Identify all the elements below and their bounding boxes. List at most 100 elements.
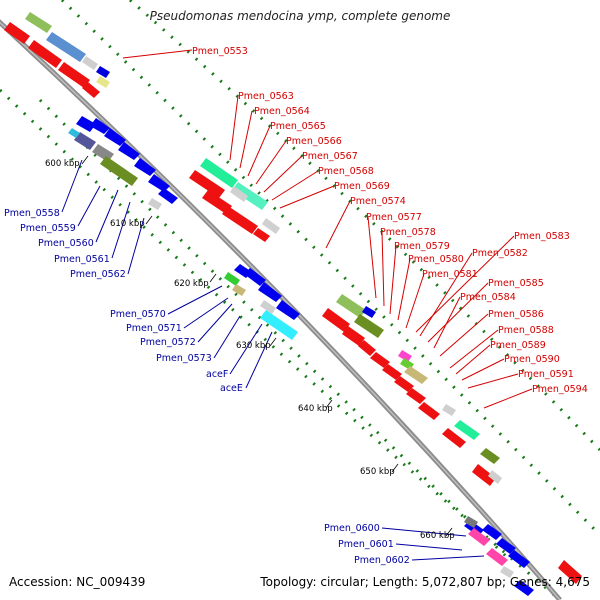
- gene-label[interactable]: Pmen_0563: [238, 91, 294, 102]
- gene-block[interactable]: [480, 448, 500, 464]
- gene-label[interactable]: Pmen_0581: [422, 269, 478, 280]
- gene-arrow[interactable]: [276, 300, 300, 320]
- gene-arrow[interactable]: [104, 128, 126, 146]
- gene-label[interactable]: Pmen_0564: [254, 106, 310, 117]
- gene-block[interactable]: [230, 186, 248, 202]
- gene-label[interactable]: Pmen_0594: [532, 384, 588, 395]
- gene-arrow[interactable]: [370, 352, 390, 368]
- gene-arrow[interactable]: [496, 538, 516, 554]
- gene-block[interactable]: [454, 420, 480, 440]
- gene-label[interactable]: Pmen_0582: [472, 248, 528, 259]
- gene-block[interactable]: [232, 182, 268, 210]
- gene-block[interactable]: [500, 566, 514, 578]
- gene-arrow[interactable]: [382, 364, 402, 380]
- gene-block[interactable]: [148, 198, 162, 210]
- gene-arrow[interactable]: [134, 158, 156, 176]
- gene-label[interactable]: Pmen_0577: [366, 212, 422, 223]
- gene-block[interactable]: [232, 284, 246, 296]
- gene-label[interactable]: Pmen_0572: [140, 337, 196, 348]
- gene-label[interactable]: Pmen_0574: [350, 196, 406, 207]
- gene-arrow[interactable]: [90, 118, 110, 134]
- gene-label[interactable]: Pmen_0553: [192, 46, 248, 57]
- gene-block[interactable]: [200, 158, 238, 188]
- gene-label[interactable]: aceE: [220, 383, 243, 394]
- gene-arrow[interactable]: [58, 62, 90, 88]
- gene-arrow[interactable]: [189, 170, 225, 198]
- gene-label[interactable]: Pmen_0558: [4, 208, 60, 219]
- gene-arrow[interactable]: [442, 428, 466, 448]
- gene-label[interactable]: Pmen_0583: [514, 231, 570, 242]
- gene-arrow[interactable]: [158, 188, 178, 204]
- gene-label[interactable]: Pmen_0590: [504, 354, 560, 365]
- gene-block[interactable]: [488, 470, 502, 484]
- gene-block[interactable]: [68, 128, 80, 138]
- gene-arrow[interactable]: [558, 560, 582, 584]
- gene-label[interactable]: Pmen_0565: [270, 121, 326, 132]
- gene-arrow[interactable]: [508, 550, 530, 568]
- gene-block[interactable]: [25, 12, 52, 33]
- gene-label[interactable]: Pmen_0586: [488, 309, 544, 320]
- gene-label[interactable]: Pmen_0585: [488, 278, 544, 289]
- gene-arrow[interactable]: [202, 190, 232, 214]
- gene-arrow[interactable]: [258, 282, 282, 302]
- gene-block[interactable]: [486, 548, 508, 566]
- gene-arrow[interactable]: [222, 206, 258, 234]
- gene-block[interactable]: [262, 218, 280, 234]
- gene-arrow[interactable]: [244, 268, 266, 286]
- gene-arrow[interactable]: [358, 340, 376, 356]
- gene-label[interactable]: Pmen_0600: [324, 523, 380, 534]
- gene-arrow[interactable]: [406, 388, 426, 404]
- gene-arrow[interactable]: [514, 580, 534, 596]
- gene-label[interactable]: Pmen_0566: [286, 136, 342, 147]
- gene-label[interactable]: Pmen_0559: [20, 223, 76, 234]
- gene-arrow[interactable]: [118, 142, 140, 160]
- gene-label[interactable]: Pmen_0560: [38, 238, 94, 249]
- gene-block[interactable]: [442, 404, 456, 416]
- gene-label[interactable]: Pmen_0591: [518, 369, 574, 380]
- gene-block[interactable]: [354, 314, 384, 338]
- gene-label[interactable]: Pmen_0601: [338, 539, 394, 550]
- gene-arrow[interactable]: [342, 326, 365, 346]
- gene-block[interactable]: [46, 32, 86, 62]
- gene-arrow[interactable]: [418, 402, 440, 420]
- gene-block[interactable]: [260, 300, 276, 314]
- gene-block[interactable]: [468, 528, 490, 546]
- gene-arrow[interactable]: [28, 40, 62, 68]
- gene-arrow[interactable]: [148, 174, 170, 192]
- gene-label[interactable]: Pmen_0589: [490, 340, 546, 351]
- gene-label[interactable]: Pmen_0562: [70, 269, 126, 280]
- gene-arrow[interactable]: [482, 524, 502, 540]
- gene-label[interactable]: Pmen_0567: [302, 151, 358, 162]
- gene-label[interactable]: Pmen_0580: [408, 254, 464, 265]
- gene-arrow[interactable]: [76, 116, 96, 132]
- gene-block[interactable]: [96, 76, 110, 88]
- gene-arrow[interactable]: [472, 464, 496, 486]
- gene-label[interactable]: Pmen_0588: [498, 325, 554, 336]
- gene-block[interactable]: [100, 156, 138, 186]
- gene-arrow[interactable]: [322, 308, 350, 332]
- gene-block[interactable]: [96, 66, 110, 78]
- gene-block[interactable]: [404, 366, 428, 384]
- gene-label[interactable]: Pmen_0573: [156, 353, 212, 364]
- gene-block[interactable]: [464, 516, 478, 528]
- gene-label[interactable]: Pmen_0570: [110, 309, 166, 320]
- gene-arrow[interactable]: [4, 22, 30, 44]
- gene-label[interactable]: Pmen_0602: [354, 555, 410, 566]
- gene-arrow[interactable]: [394, 376, 414, 392]
- gene-block[interactable]: [92, 144, 114, 162]
- gene-label[interactable]: Pmen_0569: [334, 181, 390, 192]
- gene-block[interactable]: [224, 272, 240, 286]
- gene-label[interactable]: Pmen_0561: [54, 254, 110, 265]
- gene-label[interactable]: Pmen_0584: [460, 292, 516, 303]
- gene-label[interactable]: Pmen_0571: [126, 323, 182, 334]
- gene-block[interactable]: [362, 306, 376, 318]
- gene-label[interactable]: Pmen_0578: [380, 227, 436, 238]
- gene-label[interactable]: Pmen_0579: [394, 241, 450, 252]
- gene-block[interactable]: [336, 294, 366, 318]
- gene-block[interactable]: [398, 350, 412, 362]
- gene-label[interactable]: Pmen_0568: [318, 166, 374, 177]
- gene-label[interactable]: aceF: [206, 369, 228, 380]
- gene-arrow[interactable]: [82, 82, 100, 98]
- gene-block[interactable]: [260, 310, 298, 340]
- gene-block[interactable]: [82, 56, 98, 70]
